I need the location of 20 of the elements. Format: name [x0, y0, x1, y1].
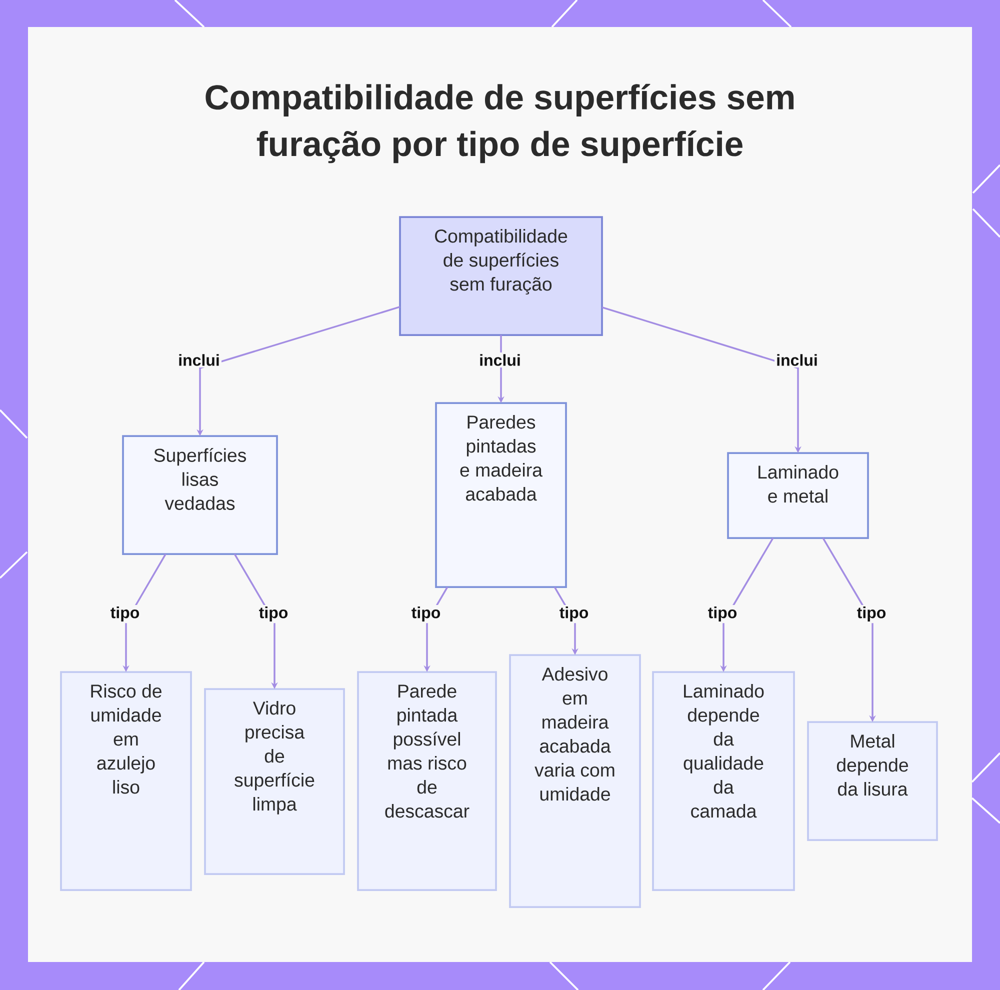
concept-box: Laminado depende da qualidade da camada: [652, 671, 795, 891]
concept-box: Parede pintada possível mas risco de descascar: [357, 671, 497, 891]
concept-box: Compatibilidade de superfícies sem furação: [399, 216, 603, 336]
edge-label: tipo: [257, 604, 290, 624]
concept-box: Vidro precisa de superfície limpa: [204, 688, 345, 875]
title: Compatibilidade de superfícies sem furação por tipo de superfície: [206, 84, 794, 164]
concept-box: Superfícies lisas vedadas: [122, 435, 278, 555]
concept-box: Risco de umidade em azulejo liso: [60, 671, 192, 891]
edge-label: inclui: [774, 352, 820, 368]
concept-box: Paredes pintadas e madeira acabada: [435, 402, 567, 588]
concept-box: Adesivo em madeira acabada varia com umidade: [509, 654, 641, 908]
concept-box: Laminado e metal: [727, 452, 869, 539]
edge-label: inclui: [478, 352, 522, 368]
edge-label: inclui: [176, 352, 222, 368]
edge-label: tipo: [855, 604, 888, 624]
edge-label: tipo: [410, 604, 442, 624]
edge-label: tipo: [706, 604, 739, 624]
edge-label: tipo: [558, 604, 590, 624]
edge-label: tipo: [108, 604, 142, 624]
concept-box: Metal depende da lisura: [807, 721, 938, 841]
